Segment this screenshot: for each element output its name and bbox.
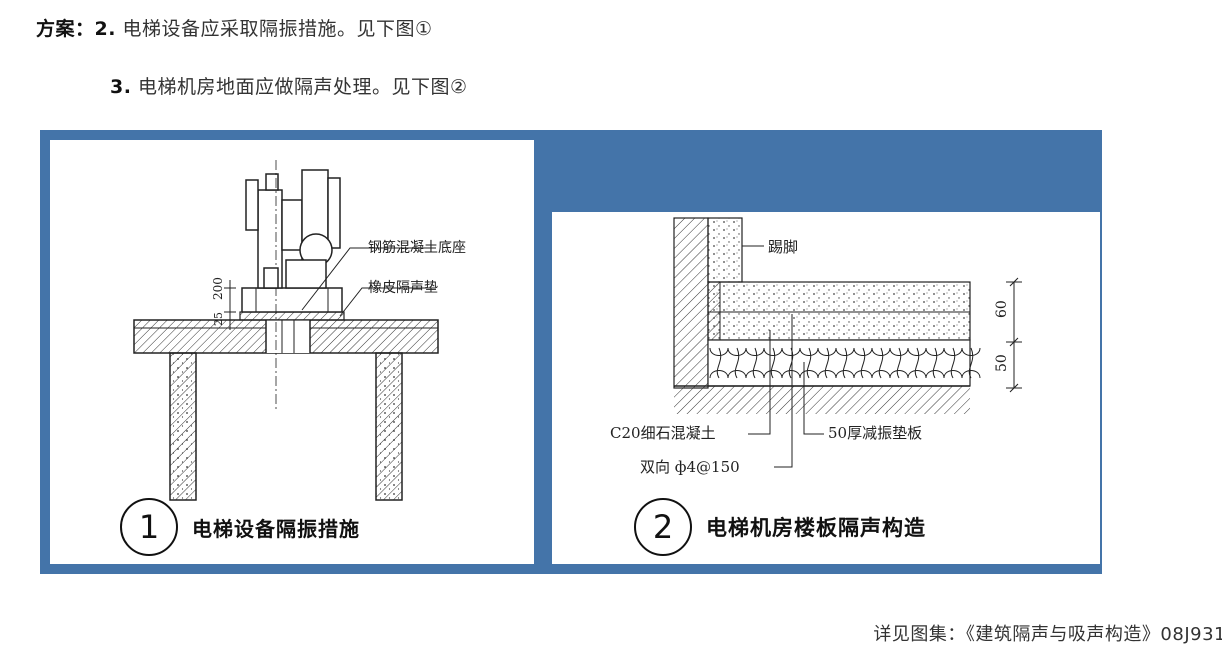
figure-1-drawing: 200 25 钢筋混凝土底座 橡皮隔声垫	[133, 160, 466, 501]
item2-text: 电梯设备应采取隔振措施。见下图①	[122, 18, 433, 40]
figure-2-title: 电梯机房楼板隔声构造	[706, 516, 926, 540]
label-rubber-pad: 橡皮隔声垫	[368, 280, 438, 296]
figure-2-caption: 2 电梯机房楼板隔声构造	[634, 498, 926, 556]
machine-base	[239, 287, 345, 321]
scheme-line-3: 3. 电梯机房地面应做隔声处理。见下图②	[110, 72, 468, 99]
dimension-marks	[224, 280, 236, 330]
traction-machine	[245, 160, 341, 410]
label-damping-pad: 50厚减振垫板	[828, 424, 922, 442]
scheme-line-2: 方案：2. 电梯设备应采取隔振措施。见下图①	[36, 14, 433, 41]
figure-2-drawing: 60 50 踢脚 C20细石混凝土 双向 ф4@150 50厚减振垫板	[610, 217, 1022, 476]
figure-1-panel: 200 25 钢筋混凝土底座 橡皮隔声垫 1 电梯设备隔振措施	[50, 140, 534, 564]
label-c20-concrete: C20细石混凝土	[610, 424, 716, 442]
figure-1-title: 电梯设备隔振措施	[192, 516, 360, 541]
label-concrete-base: 钢筋混凝土底座	[368, 239, 466, 256]
figure-2-panel: 60 50 踢脚 C20细石混凝土 双向 ф4@150 50厚减振垫板 2 电梯…	[552, 212, 1100, 564]
figure-1-caption: 1 电梯设备隔振措施	[120, 498, 360, 556]
item3-text: 电梯机房地面应做隔声处理。见下图②	[138, 76, 468, 98]
label-rebar-mesh: 双向 ф4@150	[640, 458, 740, 476]
item2-number: 2.	[94, 18, 116, 40]
figure-frame: 200 25 钢筋混凝土底座 橡皮隔声垫 1 电梯设备隔振措施	[40, 130, 1102, 574]
floor-slab	[133, 319, 439, 354]
dim-200-label: 200	[211, 277, 225, 300]
structural-slab	[674, 385, 970, 414]
dim-50-label: 50	[994, 354, 1010, 372]
c20-concrete-layer	[707, 281, 971, 341]
figure-1-number: 1	[120, 498, 178, 556]
label-skirting: 踢脚	[768, 238, 798, 256]
reference-note: 详见图集：《建筑隔声与吸声构造》08J931	[873, 624, 1222, 645]
dimension-60-50	[1006, 277, 1022, 393]
dim-25-label: 25	[212, 312, 225, 326]
support-walls	[169, 352, 403, 501]
leader-lines	[301, 247, 436, 317]
item3-number: 3.	[110, 76, 132, 98]
scheme-lead: 方案：	[36, 18, 95, 40]
damping-pad-layer	[707, 339, 981, 387]
figure-2-number: 2	[634, 498, 692, 556]
leader-lines-2	[742, 245, 824, 468]
wall	[673, 217, 743, 389]
dim-60-label: 60	[994, 300, 1010, 318]
